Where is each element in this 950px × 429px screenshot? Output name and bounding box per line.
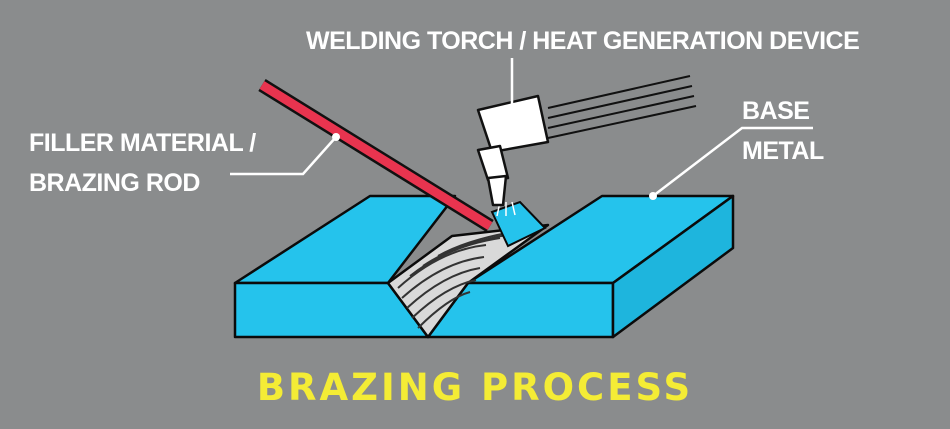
filler-leader-line: [230, 136, 337, 176]
torch-hoses: [547, 75, 697, 139]
base-metal-label-line2: METAL: [742, 137, 824, 165]
welding-torch: [476, 75, 697, 207]
leader-dots: [332, 120, 657, 200]
flame: [490, 200, 547, 248]
leader-lines: [230, 58, 813, 197]
filler-label-line1: FILLER MATERIAL /: [29, 129, 256, 157]
filler-label-line2: BRAZING ROD: [29, 169, 200, 197]
torch-label: WELDING TORCH / HEAT GENERATION DEVICE: [306, 27, 860, 55]
filler-rod: [258, 79, 494, 232]
base-metal-leader-line: [652, 126, 813, 197]
torch-neck: [476, 144, 510, 182]
base-metal-label-line1: BASE: [742, 97, 810, 125]
base-metal-side-right: [611, 194, 735, 339]
weld-bead: [386, 223, 550, 339]
base-metal-block: [233, 194, 735, 339]
torch-tip: [486, 174, 508, 207]
diagram-title: BRAZING PROCESS: [256, 366, 694, 409]
